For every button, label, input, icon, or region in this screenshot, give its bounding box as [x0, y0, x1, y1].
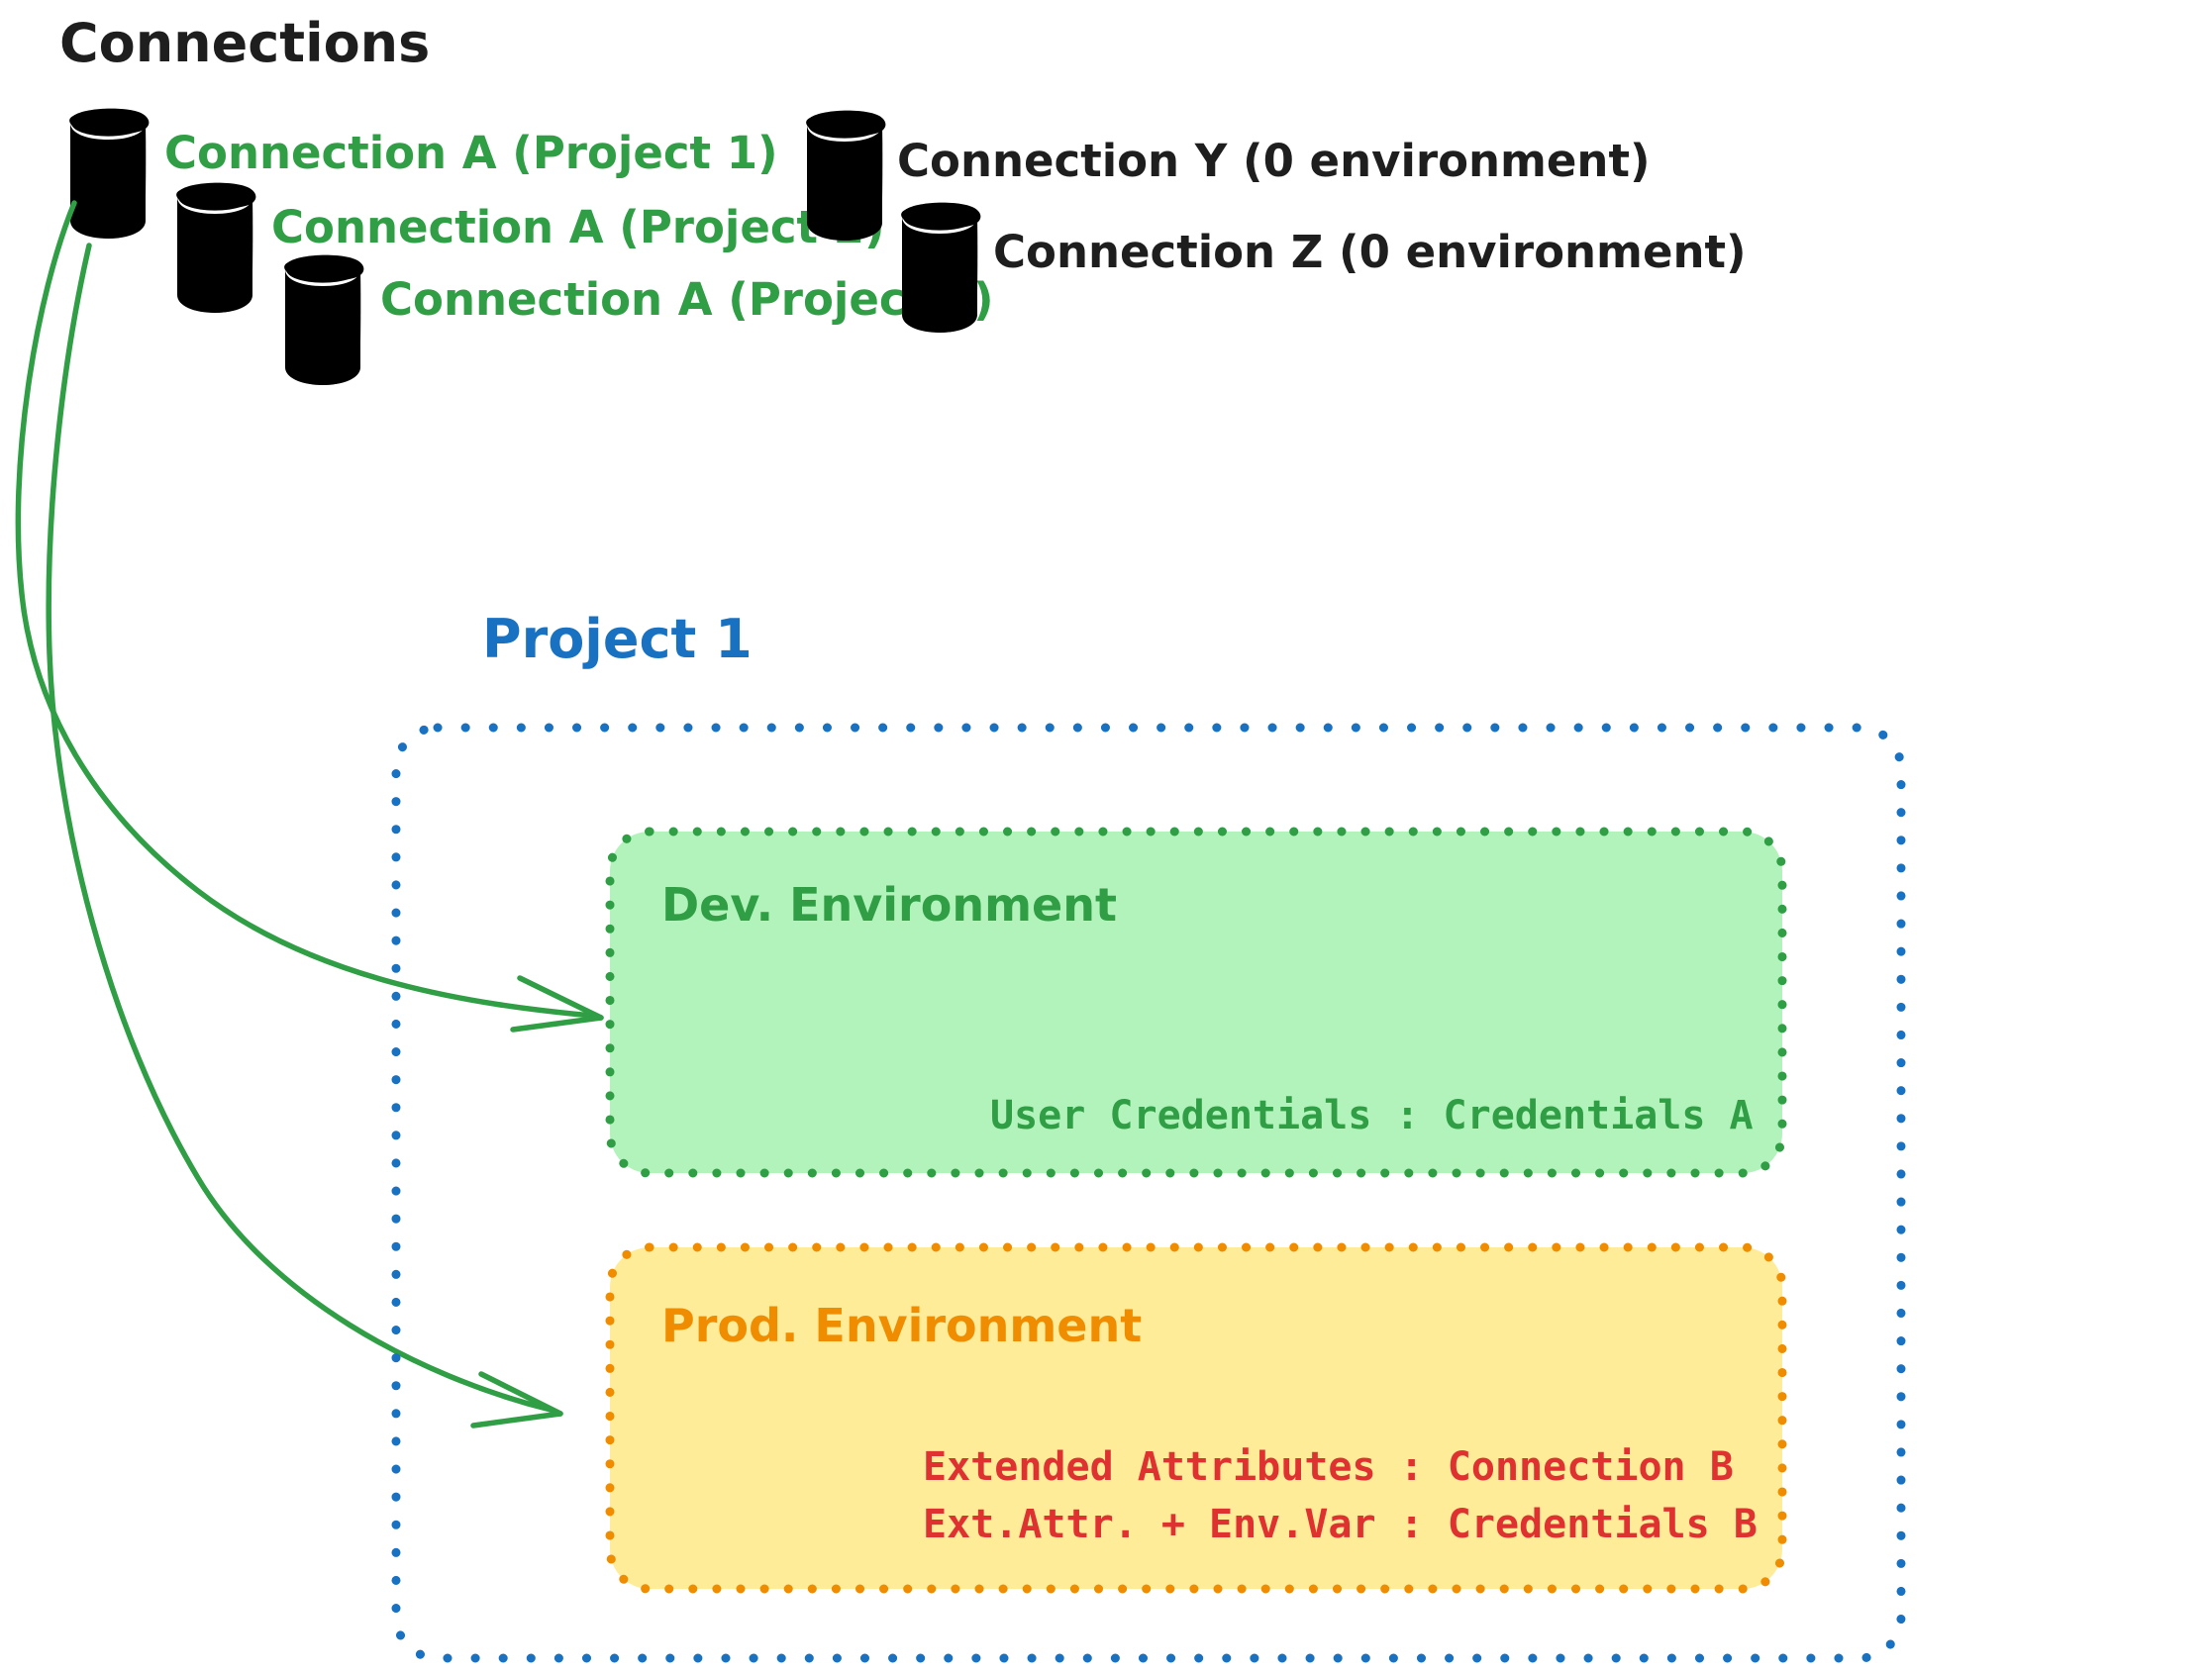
- connection-a-project-3-label: Connection A (Project 3): [380, 273, 994, 326]
- prod-environment-box[interactable]: [605, 1242, 1787, 1594]
- prod-environment-line-1: Extended Attributes : Connection B: [923, 1444, 1734, 1490]
- page-title: Connections: [59, 12, 430, 74]
- dev-environment-label: Dev. Environment: [661, 878, 1117, 932]
- connection-y-label: Connection Y (0 environment): [897, 135, 1651, 187]
- connection-a-project-2-label: Connection A (Project 2): [271, 201, 885, 253]
- connection-a-project-1-group[interactable]: [69, 108, 150, 239]
- connection-y-group[interactable]: [806, 110, 886, 241]
- prod-environment-label: Prod. Environment: [661, 1299, 1142, 1352]
- connection-a-project-2-group[interactable]: [176, 182, 256, 313]
- dev-environment-box[interactable]: [605, 827, 1787, 1178]
- project-title: Project 1: [482, 608, 753, 670]
- connection-a-project-1-label: Connection A (Project 1): [164, 127, 778, 179]
- connection-z-label: Connection Z (0 environment): [993, 226, 1747, 278]
- dev-environment-line-1: User Credentials : Credentials A: [990, 1093, 1754, 1138]
- project-1-container: [391, 723, 1906, 1663]
- connection-z-group[interactable]: [901, 202, 981, 333]
- arrow-connection-a-to-dev: [15, 200, 604, 1033]
- prod-environment-line-2: Ext.Attr. + Env.Var : Credentials B: [923, 1502, 1758, 1547]
- arrow-connection-a-to-prod: [46, 243, 563, 1428]
- connection-a-project-3-group[interactable]: [284, 254, 364, 385]
